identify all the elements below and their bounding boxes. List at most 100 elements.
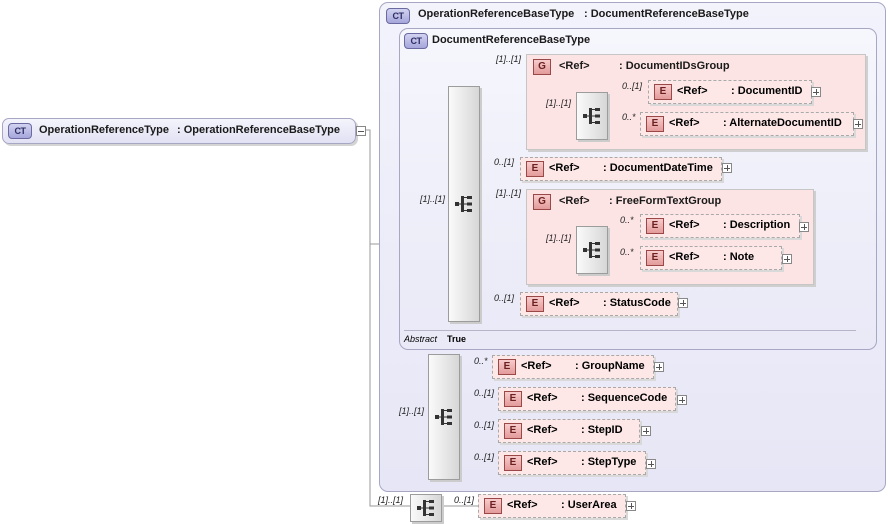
root-type-name: OperationReferenceType (39, 124, 170, 136)
element-name: : SequenceCode (581, 392, 668, 404)
root-type-base: : OperationReferenceBaseType (177, 124, 341, 136)
abstract-attribute: Abstract True (404, 334, 466, 344)
expand-plus-icon[interactable] (799, 222, 809, 232)
group-name: : DocumentIDsGroup (619, 60, 730, 72)
operation-sequence-compositor[interactable] (428, 354, 460, 480)
sequence-icon (417, 500, 434, 516)
element-badge: E (498, 359, 516, 375)
outer-type-name: OperationReferenceBaseType (418, 8, 575, 20)
expand-plus-icon[interactable] (677, 395, 687, 405)
expand-plus-icon[interactable] (853, 119, 863, 129)
group-ref: <Ref> (559, 195, 590, 207)
sequence-icon (435, 409, 452, 425)
expand-plus-icon[interactable] (782, 254, 792, 264)
element-name: : Description (723, 219, 791, 231)
complex-type-badge: CT (404, 33, 428, 49)
element-status-code[interactable]: E <Ref> : StatusCode (520, 292, 678, 316)
expand-plus-icon[interactable] (626, 501, 636, 511)
element-cardinality: 0..* (622, 112, 636, 122)
element-cardinality: 0..[1] (494, 293, 515, 303)
expand-plus-icon[interactable] (678, 298, 688, 308)
element-user-area[interactable]: E <Ref> : UserArea (478, 494, 626, 518)
element-badge: E (526, 161, 544, 177)
element-name: : GroupName (575, 360, 645, 372)
inner-type-name: DocumentReferenceBaseType (432, 34, 591, 46)
element-cardinality: 0..[1] (474, 452, 495, 462)
group-ref: <Ref> (559, 60, 590, 72)
expand-plus-icon[interactable] (646, 459, 656, 469)
element-name: : Note (723, 251, 755, 263)
collapse-minus-icon[interactable] (356, 126, 366, 136)
expand-plus-icon[interactable] (654, 362, 664, 372)
element-cardinality: 0..[1] (454, 495, 475, 505)
group-sequence-cardinality: [1]..[1] (546, 98, 572, 108)
element-ref: <Ref> (527, 424, 558, 436)
element-ref: <Ref> (677, 85, 708, 97)
element-alternate-document-id[interactable]: E <Ref> : AlternateDocumentID (640, 112, 854, 136)
doc-sequence-compositor[interactable] (448, 86, 480, 322)
divider (404, 330, 856, 331)
element-ref: <Ref> (527, 392, 558, 404)
root-sequence-compositor[interactable] (410, 494, 442, 522)
element-badge: E (484, 498, 502, 514)
element-step-type[interactable]: E <Ref> : StepType (498, 451, 646, 475)
element-ref: <Ref> (549, 297, 580, 309)
element-badge: E (646, 218, 664, 234)
element-name: : AlternateDocumentID (723, 117, 842, 129)
element-ref: <Ref> (521, 360, 552, 372)
element-ref: <Ref> (549, 162, 580, 174)
element-step-id[interactable]: E <Ref> : StepID (498, 419, 640, 443)
element-cardinality: 0..[1] (494, 157, 515, 167)
element-group-name[interactable]: E <Ref> : GroupName (492, 355, 654, 379)
element-ref: <Ref> (669, 117, 700, 129)
element-name: : StepID (581, 424, 623, 436)
element-badge: E (526, 296, 544, 312)
element-cardinality: 0..* (620, 247, 634, 257)
root-sequence-cardinality: [1]..[1] (378, 495, 404, 505)
element-badge: E (504, 423, 522, 439)
expand-plus-icon[interactable] (641, 426, 651, 436)
group-cardinality: [1]..[1] (496, 188, 522, 198)
element-ref: <Ref> (669, 219, 700, 231)
element-badge: E (646, 250, 664, 266)
element-ref: <Ref> (527, 456, 558, 468)
complex-type-badge: CT (386, 8, 410, 24)
element-cardinality: 0..[1] (474, 388, 495, 398)
sequence-icon (455, 196, 472, 212)
expand-plus-icon[interactable] (722, 163, 732, 173)
element-name: : DocumentID (731, 85, 803, 97)
sequence-icon (583, 108, 600, 124)
element-name: : StepType (581, 456, 637, 468)
abstract-label: Abstract (404, 334, 438, 344)
element-cardinality: 0..[1] (622, 81, 643, 91)
element-badge: E (646, 116, 664, 132)
element-document-id[interactable]: E <Ref> : DocumentID (648, 80, 812, 104)
element-name: : UserArea (561, 499, 617, 511)
outer-type-base: : DocumentReferenceBaseType (584, 8, 749, 20)
element-description[interactable]: E <Ref> : Description (640, 214, 800, 238)
root-type-node[interactable]: CT OperationReferenceType : OperationRef… (2, 118, 356, 144)
doc-sequence-cardinality: [1]..[1] (420, 194, 446, 204)
element-name: : StatusCode (603, 297, 671, 309)
group-cardinality: [1]..[1] (496, 54, 522, 64)
element-badge: E (504, 455, 522, 471)
element-ref: <Ref> (507, 499, 538, 511)
element-ref: <Ref> (669, 251, 700, 263)
expand-plus-icon[interactable] (811, 87, 821, 97)
element-sequence-code[interactable]: E <Ref> : SequenceCode (498, 387, 676, 411)
group-badge: G (533, 59, 551, 75)
abstract-value: True (447, 334, 467, 344)
element-name: : DocumentDateTime (603, 162, 713, 174)
element-cardinality: 0..* (620, 215, 634, 225)
op-sequence-cardinality: [1]..[1] (399, 406, 425, 416)
complex-type-badge: CT (8, 123, 32, 139)
group-sequence-cardinality: [1]..[1] (546, 233, 572, 243)
element-cardinality: 0..* (474, 356, 488, 366)
element-badge: E (504, 391, 522, 407)
group-name: : FreeFormTextGroup (609, 195, 722, 207)
element-note[interactable]: E <Ref> : Note (640, 246, 782, 270)
group-sequence-compositor[interactable] (576, 92, 608, 140)
group-sequence-compositor[interactable] (576, 226, 608, 274)
element-document-date-time[interactable]: E <Ref> : DocumentDateTime (520, 157, 722, 181)
group-badge: G (533, 194, 551, 210)
